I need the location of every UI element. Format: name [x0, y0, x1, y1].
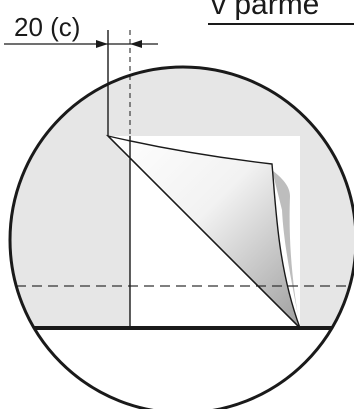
fold-diagonal-edge [107, 135, 301, 329]
dimension-arrow-right [130, 40, 142, 48]
partial-heading: v parme [211, 0, 319, 21]
curl-shadow [272, 170, 300, 328]
dimension-arrow-left [96, 40, 108, 48]
dimension-label: 20 (c) [14, 12, 80, 42]
detail-circle-outline [8, 65, 354, 409]
